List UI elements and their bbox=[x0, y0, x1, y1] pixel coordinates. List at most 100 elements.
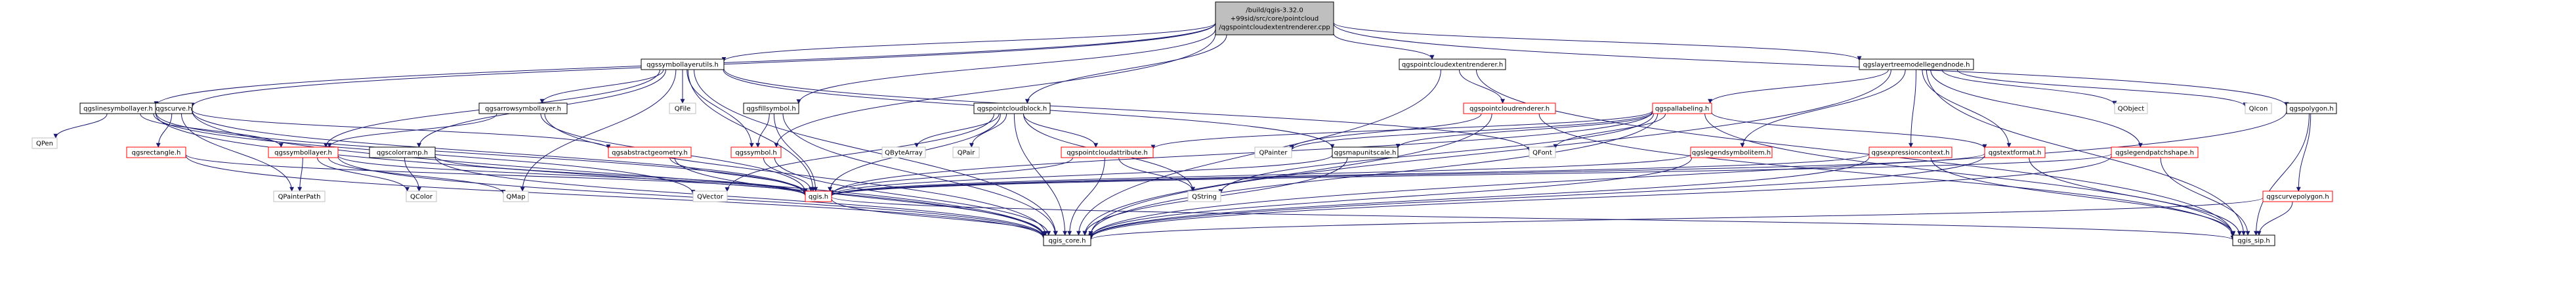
node-qgsarrowsymbollayer[interactable]: qgsarrowsymbollayer.h bbox=[478, 102, 568, 114]
node-label-line: qgslinesymbollayer.h bbox=[83, 106, 153, 113]
node-box bbox=[1869, 146, 1953, 158]
node-qgis_sip[interactable]: qgis_sip.h bbox=[2232, 234, 2275, 246]
node-qgssymbollayer[interactable]: qgssymbollayer.h bbox=[268, 146, 339, 158]
node-qgscurve[interactable]: qgscurve.h bbox=[155, 102, 193, 114]
node-qgslegendsymbolitem[interactable]: qgslegendsymbolitem.h bbox=[1690, 146, 1773, 158]
node-qgsmapunitscale[interactable]: qgsmapunitscale.h bbox=[1332, 146, 1399, 158]
node-label: QObject bbox=[2118, 106, 2145, 113]
node-box bbox=[268, 146, 339, 158]
node-qgssymbol[interactable]: qgssymbol.h bbox=[730, 146, 782, 158]
edge-root-to-qgspointcloudblock bbox=[1024, 34, 1227, 104]
node-label: qgssymbollayer.h bbox=[274, 150, 332, 157]
node-qgis[interactable]: qgis.h bbox=[805, 190, 832, 202]
edge-qgssymbollayerutils-to-QFont bbox=[723, 68, 1532, 152]
node-label-line: qgssymbol.h bbox=[735, 150, 777, 157]
node-box bbox=[2262, 190, 2333, 202]
node-label: qgspallabeling.h bbox=[1655, 106, 1709, 113]
node-qgsabstractgeometry[interactable]: qgsabstractgeometry.h bbox=[608, 146, 692, 158]
node-label-line: QPair bbox=[958, 150, 975, 157]
node-QObject: QObject bbox=[2114, 102, 2148, 114]
node-QPainterPath: QPainterPath bbox=[273, 190, 326, 202]
node-box bbox=[805, 190, 832, 202]
node-label-line: qgslayertreemodellegendnode.h bbox=[1863, 62, 1970, 69]
edge-qgssymbollayer-to-QMap bbox=[328, 157, 506, 194]
node-qgsfillsymbol[interactable]: qgsfillsymbol.h bbox=[743, 102, 799, 114]
edge-qgssymbollayer-to-QColor bbox=[316, 157, 410, 192]
edge-qgstextformat-to-qgis_core bbox=[1088, 155, 1985, 239]
node-qgslinesymbollayer[interactable]: qgslinesymbollayer.h bbox=[79, 102, 157, 114]
node-label: qgssymbollayerutils.h bbox=[646, 62, 719, 69]
node-QPainter: QPainter bbox=[1254, 146, 1292, 158]
edge-qgslegendpatchshape-to-qgis_sip bbox=[2160, 157, 2250, 236]
node-qgspointcloudattribute[interactable]: qgspointcloudattribute.h bbox=[1061, 146, 1154, 158]
node-label: QPainter bbox=[1259, 150, 1288, 157]
node-label: qgslegendsymbolitem.h bbox=[1692, 150, 1771, 157]
node-QMap: QMap bbox=[503, 190, 529, 202]
node-box bbox=[952, 146, 980, 158]
edge-qgsexpressioncontext-to-qgis_core bbox=[1088, 156, 1870, 238]
edge-qgslayertreemodellegendnode-to-qgstextformat bbox=[1922, 69, 2012, 148]
node-qgscurvepolygon[interactable]: qgscurvepolygon.h bbox=[2262, 190, 2333, 202]
edge-qgspallabeling-to-QFont bbox=[1553, 113, 1666, 149]
node-qgspolygon[interactable]: qgspolygon.h bbox=[2286, 102, 2337, 114]
node-label: qgsrectangle.h bbox=[132, 150, 181, 157]
node-qgscolorramp[interactable]: qgscolorramp.h bbox=[369, 146, 436, 158]
node-qgstextformat[interactable]: qgstextformat.h bbox=[1984, 146, 2046, 158]
node-qgis_core[interactable]: qgis_core.h bbox=[1043, 234, 1091, 246]
node-box bbox=[503, 190, 529, 202]
edge-qgscurvepolygon-to-qgis_core bbox=[1088, 197, 2264, 240]
node-label-line: qgslegendsymbolitem.h bbox=[1692, 150, 1771, 157]
node-label: qgspolygon.h bbox=[2289, 106, 2333, 113]
node-label: qgsexpressioncontext.h bbox=[1871, 150, 1949, 157]
node-qgssymbollayerutils[interactable]: qgssymbollayerutils.h bbox=[641, 58, 725, 70]
edge-qgis-to-qgis_core bbox=[831, 198, 1046, 237]
edge-qgscurve-to-qgsabstractgeometry bbox=[192, 110, 611, 149]
node-qgspallabeling[interactable]: qgspallabeling.h bbox=[1652, 102, 1712, 114]
node-label-line: qgsrectangle.h bbox=[132, 150, 181, 157]
node-label-line: QIcon bbox=[2249, 106, 2268, 113]
node-label: qgis_sip.h bbox=[2237, 238, 2270, 245]
node-qgslayertreemodellegendnode[interactable]: qgslayertreemodellegendnode.h bbox=[1859, 58, 1974, 70]
node-qgsexpressioncontext[interactable]: qgsexpressioncontext.h bbox=[1869, 146, 1953, 158]
node-label: qgsmapunitscale.h bbox=[1334, 150, 1397, 157]
node-box bbox=[743, 102, 799, 114]
edge-qgscolorramp-to-qgis_core bbox=[434, 156, 1046, 238]
node-label-line: QPainterPath bbox=[278, 194, 321, 201]
node-label-line: QColor bbox=[410, 194, 433, 201]
node-qgspointcloudextentrenderer[interactable]: qgspointcloudextentrenderer.h bbox=[1399, 58, 1506, 70]
node-qgsrectangle[interactable]: qgsrectangle.h bbox=[126, 146, 186, 158]
edge-qgslayertreemodellegendnode-to-QObject bbox=[1941, 69, 2117, 106]
node-label: QString bbox=[1192, 194, 1217, 201]
edge-qgspointcloudattribute-to-qgis_core bbox=[1067, 157, 1105, 236]
edge-qgssymbollayerutils-to-QMap bbox=[520, 69, 677, 192]
node-label: QIcon bbox=[2249, 106, 2268, 113]
edge-qgscolorramp-to-QColor bbox=[404, 157, 422, 192]
node-qgspointcloudrenderer[interactable]: qgspointcloudrenderer.h bbox=[1463, 102, 1556, 114]
edge-root-to-qgslayertreemodellegendnode bbox=[1333, 22, 1862, 61]
edge-qgscolorramp-to-qgis bbox=[434, 155, 808, 196]
node-label: QPair bbox=[958, 150, 975, 157]
node-label-line: qgscolorramp.h bbox=[377, 150, 428, 157]
edge-qgstextformat-to-qgis_sip bbox=[2029, 157, 2242, 236]
node-qgslegendpatchshape[interactable]: qgslegendpatchshape.h bbox=[2111, 146, 2199, 158]
edge-qgscurvepolygon-to-qgis_sip bbox=[2256, 201, 2293, 236]
node-label-line: qgspolygon.h bbox=[2289, 106, 2333, 113]
edge-qgsarrowsymbollayer-to-qgssymbollayer bbox=[327, 113, 497, 148]
edge-qgslayertreemodellegendnode-to-qgis_sip bbox=[1926, 69, 2247, 236]
node-label-line: qgscurve.h bbox=[156, 106, 192, 113]
edge-qgspolygon-to-qgscurvepolygon bbox=[2296, 113, 2312, 192]
edge-qgsfillsymbol-to-qgssymbol bbox=[755, 113, 770, 148]
node-label-line: QMap bbox=[507, 194, 526, 201]
edge-qgssymbol-to-qgis bbox=[763, 157, 814, 192]
edge-qgsexpressioncontext-to-qgis_sip bbox=[1930, 157, 2236, 236]
node-qgspointcloudblock[interactable]: qgspointcloudblock.h bbox=[973, 102, 1051, 114]
node-box bbox=[2114, 102, 2148, 114]
edge-qgspointcloudblock-to-QByteArray bbox=[914, 113, 1000, 148]
edge-qgslegendpatchshape-to-qgis_core bbox=[1088, 156, 2112, 239]
node-label: qgis_core.h bbox=[1049, 238, 1086, 245]
node-label: qgspointcloudblock.h bbox=[977, 106, 1047, 113]
node-label: qgstextformat.h bbox=[1989, 150, 2042, 157]
node-box bbox=[973, 102, 1051, 114]
edge-qgspointcloudblock-to-qgspointcloudattribute bbox=[1023, 113, 1099, 148]
